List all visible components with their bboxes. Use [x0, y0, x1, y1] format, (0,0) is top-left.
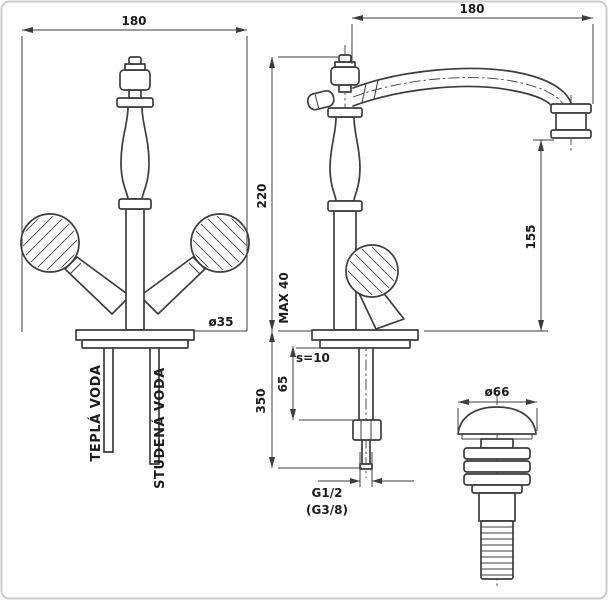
dim-front-width: 180	[121, 14, 146, 28]
spout	[352, 67, 592, 139]
label-cold-water: STUDENÁ VODA	[152, 367, 168, 489]
drain-view: ø66	[457, 385, 538, 588]
supply-tail-hot	[103, 347, 114, 453]
ball-handle-right	[190, 213, 250, 273]
aerator-ring	[550, 129, 592, 139]
side-view-dimensions: 180 220 155 MAX 40 s=10 65 350	[254, 2, 594, 517]
dim-side-width: 180	[459, 2, 484, 16]
drain-thread	[480, 520, 514, 580]
faucet-body-side	[327, 54, 363, 331]
label-plate-thickness: s=10	[296, 351, 330, 365]
dim-shank-length: 65	[276, 376, 290, 393]
spout-centerline	[352, 77, 567, 113]
label-max-deck-thickness: MAX 40	[277, 272, 291, 323]
dim-hole-diameter: ø35	[209, 315, 234, 329]
drain-body	[463, 438, 531, 522]
front-view-dimensions: 180 ø35 TEPLÁ VODA STUDENÁ VODA	[21, 14, 248, 489]
dim-spout-height: 155	[524, 224, 538, 249]
supply-tail-cold	[149, 347, 160, 465]
escutcheon-front	[75, 329, 195, 349]
mounting-nut	[352, 419, 382, 441]
drain-cap	[457, 406, 537, 440]
faucet-body-front	[116, 56, 154, 331]
ball-handle-side	[345, 244, 399, 298]
side-port	[306, 89, 335, 111]
label-hot-water: TEPLÁ VODA	[88, 365, 104, 462]
handle-cone-right	[139, 256, 206, 315]
label-thread: G1/2	[312, 486, 343, 500]
shank-and-hose	[352, 347, 382, 470]
dim-cap-diameter: ø66	[485, 385, 510, 399]
label-thread-alt: (G3/8)	[306, 503, 348, 517]
escutcheon-side	[311, 329, 419, 349]
spout-outlet-ring	[550, 103, 592, 114]
handle-cone-left	[64, 256, 131, 315]
dim-body-height: 220	[255, 183, 269, 208]
front-view	[20, 56, 250, 465]
side-view	[306, 45, 592, 478]
aerator	[555, 112, 587, 131]
dim-hose-length: 350	[254, 388, 268, 413]
